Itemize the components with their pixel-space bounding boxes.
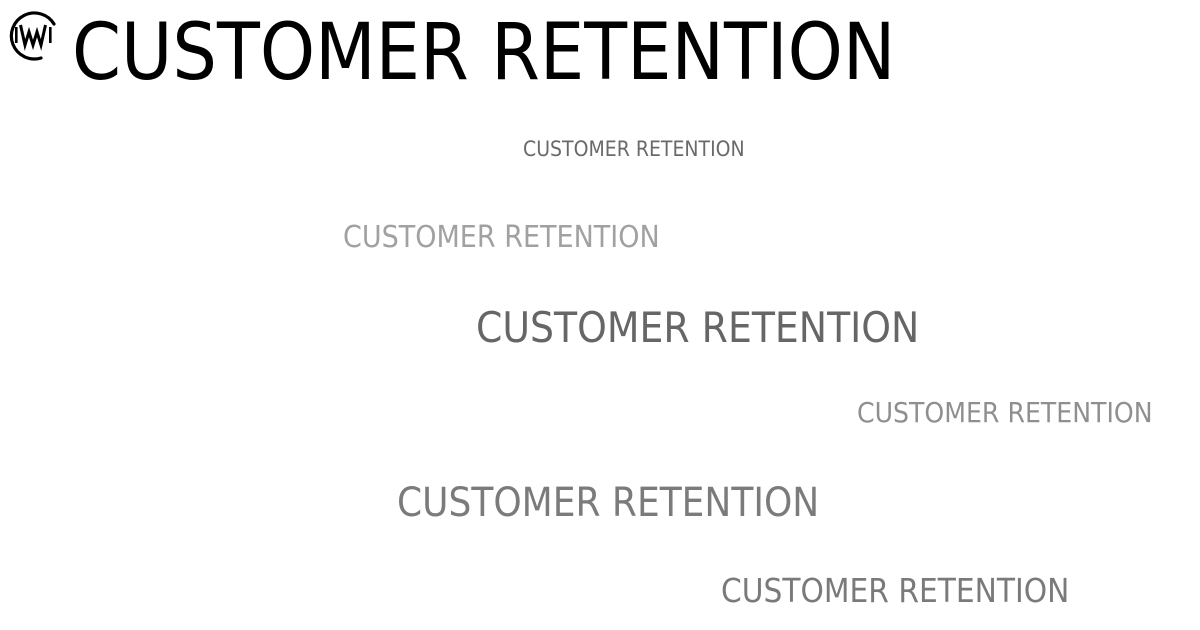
echo-text-1: CUSTOMER RETENTION (523, 137, 745, 161)
echo-text-6: CUSTOMER RETENTION (721, 571, 1070, 610)
echo-text-4: CUSTOMER RETENTION (857, 396, 1153, 429)
echo-text-2: CUSTOMER RETENTION (343, 220, 660, 255)
page-title: CUSTOMER RETENTION (72, 8, 896, 98)
echo-text-3: CUSTOMER RETENTION (476, 303, 920, 352)
echo-text-5: CUSTOMER RETENTION (397, 480, 820, 526)
mw-circle-logo-icon (9, 11, 56, 61)
